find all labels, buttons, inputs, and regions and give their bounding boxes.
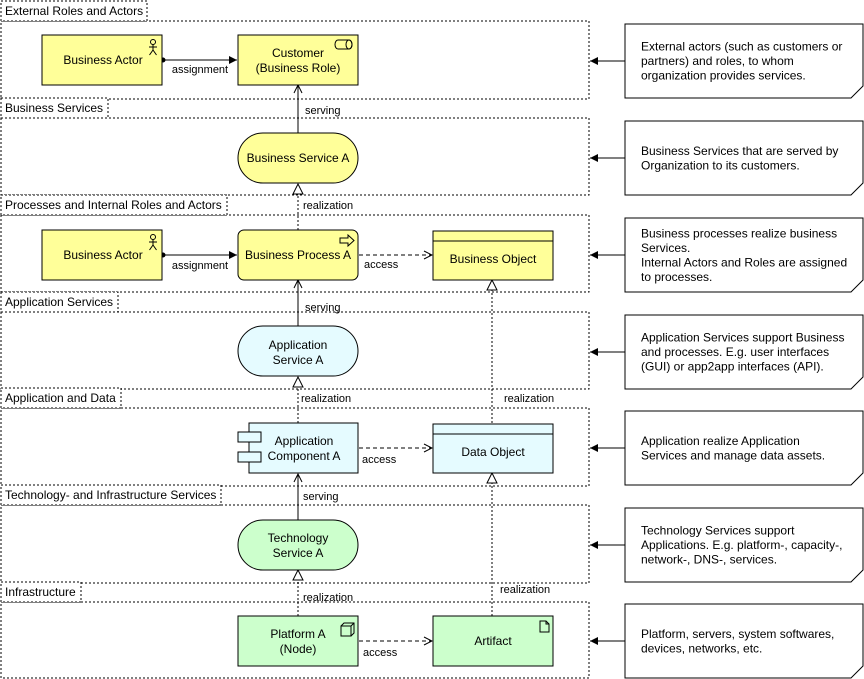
note-text-line: Business processes realize business (641, 226, 837, 240)
lane-application-data: Application and Data (0, 387, 590, 487)
node-label: Business Process A (245, 248, 351, 262)
edge-label: realization (500, 584, 550, 596)
node-label-line2: Component A (268, 449, 341, 463)
note-text-line: partners) and roles, to whom (641, 54, 794, 68)
lane-application-services: Application Services (0, 291, 590, 390)
edge-label: serving (305, 302, 340, 314)
edge-label: access (362, 454, 397, 466)
edge-label: realization (504, 393, 554, 405)
lane-label: Business Services (5, 101, 103, 115)
node-label-line1: Application (275, 434, 334, 448)
note-text-line: (GUI) or app2app interfaces (API). (641, 360, 824, 374)
note-text-line: network-, DNS-, services. (641, 553, 777, 567)
node-box-icon (340, 622, 355, 637)
artifact-page-icon (539, 620, 550, 633)
note-text-line: to processes. (641, 270, 712, 284)
note-text-line: Internal Actors and Roles are assigned (641, 255, 847, 269)
lane-processes: Processes and Internal Roles and Actors (0, 194, 590, 293)
node-label: Business Service A (247, 151, 350, 165)
note-text-line: Applications. E.g. platform-, capacity-, (641, 538, 842, 552)
node-label-line1: Customer (272, 46, 324, 60)
edge-label: access (363, 647, 398, 659)
lane-business-services: Business Services (0, 97, 590, 196)
node-label: Business Actor (63, 53, 142, 67)
customer-business-role-node[interactable]: Customer (Business Role) (237, 34, 359, 86)
data-object-node[interactable]: Data Object (432, 423, 554, 474)
node-label: Artifact (474, 634, 512, 648)
note-text-line: Services. (641, 241, 690, 255)
edge-label: assignment (172, 260, 228, 272)
edge-label: realization (301, 393, 351, 405)
node-label-line2: (Business Role) (256, 61, 341, 75)
note-text-line: Application realize Application (641, 434, 800, 448)
notes: External actors (such as customers orpar… (590, 23, 864, 679)
node-label-line1: Platform A (270, 627, 325, 641)
note-text-line: External actors (such as customers or (641, 40, 842, 54)
node-label-line2: Service A (273, 546, 324, 560)
node-label-line1: Technology (268, 531, 329, 545)
note-text-line: devices, networks, etc. (641, 641, 762, 655)
edge-label: access (364, 259, 399, 271)
note-7: Platform, servers, system softwares,devi… (590, 603, 864, 679)
node-label-line2: Service A (273, 353, 324, 367)
business-service-node[interactable]: Business Service A (237, 132, 359, 184)
application-service-node[interactable]: Application Service A (237, 325, 359, 377)
component-tab-icon (237, 451, 262, 463)
lane-label: External Roles and Actors (5, 4, 143, 18)
note-text-line: Services and manage data assets. (641, 448, 825, 462)
node-label: Business Actor (63, 248, 142, 262)
note-text-line: Application Services support Business (641, 331, 844, 345)
business-actor-node[interactable]: Business Actor (41, 34, 163, 86)
actor-stick-figure-icon (149, 234, 157, 251)
edges: assignment serving realization assignmen… (160, 56, 554, 659)
role-cylinder-icon (334, 39, 353, 50)
artifact-node[interactable]: Artifact (432, 615, 554, 667)
process-arrow-icon (339, 233, 355, 248)
node-label: Data Object (461, 445, 525, 459)
note-2: Business Services that are served byOrga… (590, 120, 864, 196)
edge-label: serving (305, 105, 340, 117)
lane-label: Technology- and Infrastructure Services (5, 488, 216, 502)
technology-service-node[interactable]: Technology Service A (237, 519, 359, 571)
note-5: Application realize ApplicationServices … (590, 410, 864, 486)
lane-label: Processes and Internal Roles and Actors (5, 198, 222, 212)
business-process-node[interactable]: Business Process A (237, 229, 359, 281)
note-1: External actors (such as customers orpar… (590, 23, 864, 99)
lane-external-roles: External Roles and Actors (0, 0, 590, 100)
note-text-line: Organization to its customers. (641, 158, 800, 172)
edge-label: realization (303, 592, 353, 604)
note-4: Application Services support Businessand… (590, 314, 864, 390)
platform-node[interactable]: Platform A (Node) (237, 615, 359, 667)
component-tab-icon (237, 431, 262, 443)
note-3: Business processes realize businessServi… (590, 217, 864, 293)
lane-technology-services: Technology- and Infrastructure Services (0, 484, 590, 584)
note-text-line: and processes. E.g. user interfaces (641, 345, 829, 359)
lane-infrastructure: Infrastructure (0, 581, 590, 679)
note-text-line: Technology Services support (641, 524, 795, 538)
note-text-line: Business Services that are served by (641, 144, 838, 158)
application-component-node[interactable]: Application Component A (237, 422, 359, 474)
business-actor-node[interactable]: Business Actor (41, 229, 163, 281)
business-object-node[interactable]: Business Object (432, 230, 554, 281)
actor-stick-figure-icon (149, 39, 157, 56)
edge-label: serving (303, 491, 338, 503)
node-label-line1: Application (269, 338, 328, 352)
node-label-line2: (Node) (280, 642, 317, 656)
note-text-line: Platform, servers, system softwares, (641, 627, 834, 641)
lane-label: Application and Data (5, 391, 116, 405)
note-text-line: organization provides services. (641, 69, 806, 83)
lane-label: Application Services (5, 295, 113, 309)
edge-label: realization (303, 200, 353, 212)
edge-label: assignment (172, 64, 228, 76)
lane-label: Infrastructure (5, 585, 76, 599)
note-6: Technology Services supportApplications.… (590, 507, 864, 583)
node-label: Business Object (450, 252, 537, 266)
